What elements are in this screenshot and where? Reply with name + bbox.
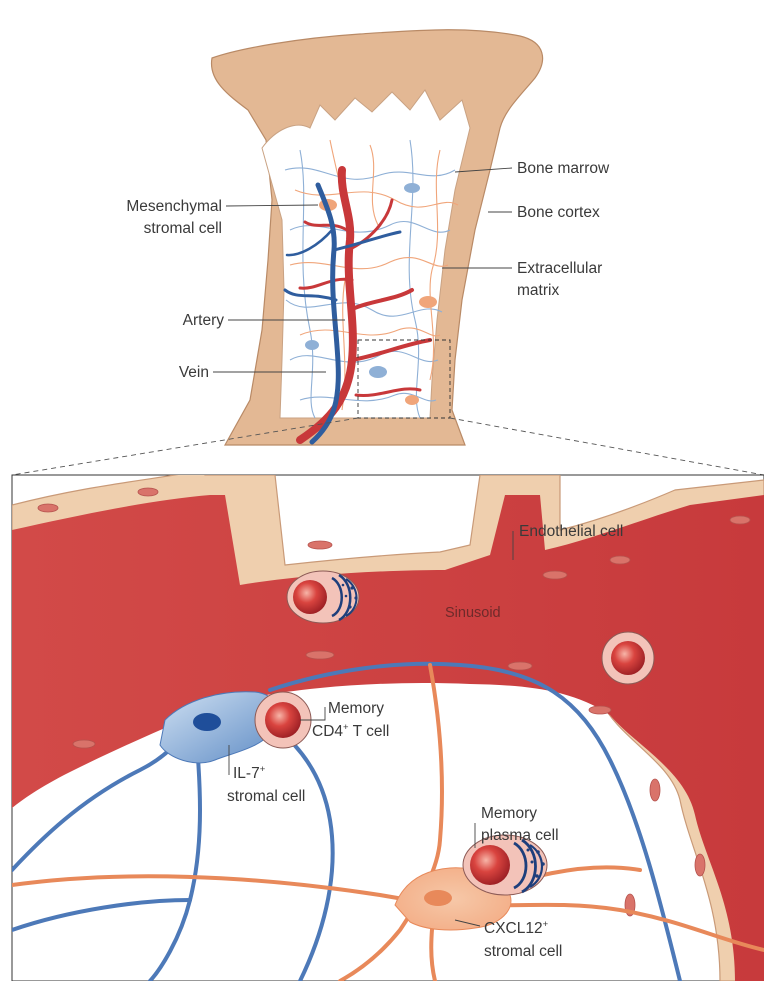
label-sinusoid: Sinusoid xyxy=(445,605,501,621)
plasma-cell-in-sinusoid xyxy=(287,571,359,623)
label-il7-text: IL-7 xyxy=(233,765,260,782)
label-memory-cd4-line2: CD4+ T cell xyxy=(312,722,389,740)
label-bone-marrow: Bone marrow xyxy=(517,160,610,177)
label-bone-cortex: Bone cortex xyxy=(517,204,600,221)
label-cxcl12-sup: + xyxy=(543,919,549,930)
orange-stromal-cell xyxy=(419,296,437,308)
label-endothelial-cell: Endothelial cell xyxy=(519,523,623,540)
label-memory-cd4-cd4: CD4 xyxy=(312,723,343,740)
label-cxcl12-line1: CXCL12+ xyxy=(484,919,549,937)
label-extracellular-matrix-line1: Extracellular xyxy=(517,260,602,277)
blue-stromal-cell xyxy=(404,183,420,193)
label-cxcl12-line2: stromal cell xyxy=(484,943,562,960)
label-vein: Vein xyxy=(179,364,209,381)
memory-plasma-cell xyxy=(463,835,547,895)
label-artery: Artery xyxy=(183,312,225,329)
label-il7-sup: + xyxy=(260,764,266,775)
label-plasma-line2: plasma cell xyxy=(481,827,559,844)
t-cell-in-sinusoid xyxy=(602,632,654,684)
cxcl12-stromal-nucleus xyxy=(424,890,452,906)
il7-stromal-nucleus xyxy=(193,713,221,731)
label-mesenchymal-line2: stromal cell xyxy=(144,220,222,237)
label-memory-cd4-tcell: T cell xyxy=(349,723,390,740)
bone-section xyxy=(211,30,542,445)
blue-stromal-cell xyxy=(369,366,387,378)
label-mesenchymal-line1: Mesenchymal xyxy=(126,198,222,215)
zoom-line-right xyxy=(450,418,764,475)
label-cxcl12-text: CXCL12 xyxy=(484,920,543,937)
label-il7-line2: stromal cell xyxy=(227,788,305,805)
label-extracellular-matrix-line2: matrix xyxy=(517,282,559,299)
label-memory-cd4-line1: Memory xyxy=(328,700,384,717)
orange-stromal-cell xyxy=(405,395,419,405)
label-plasma-line1: Memory xyxy=(481,805,537,822)
blue-stromal-cell xyxy=(305,340,319,350)
